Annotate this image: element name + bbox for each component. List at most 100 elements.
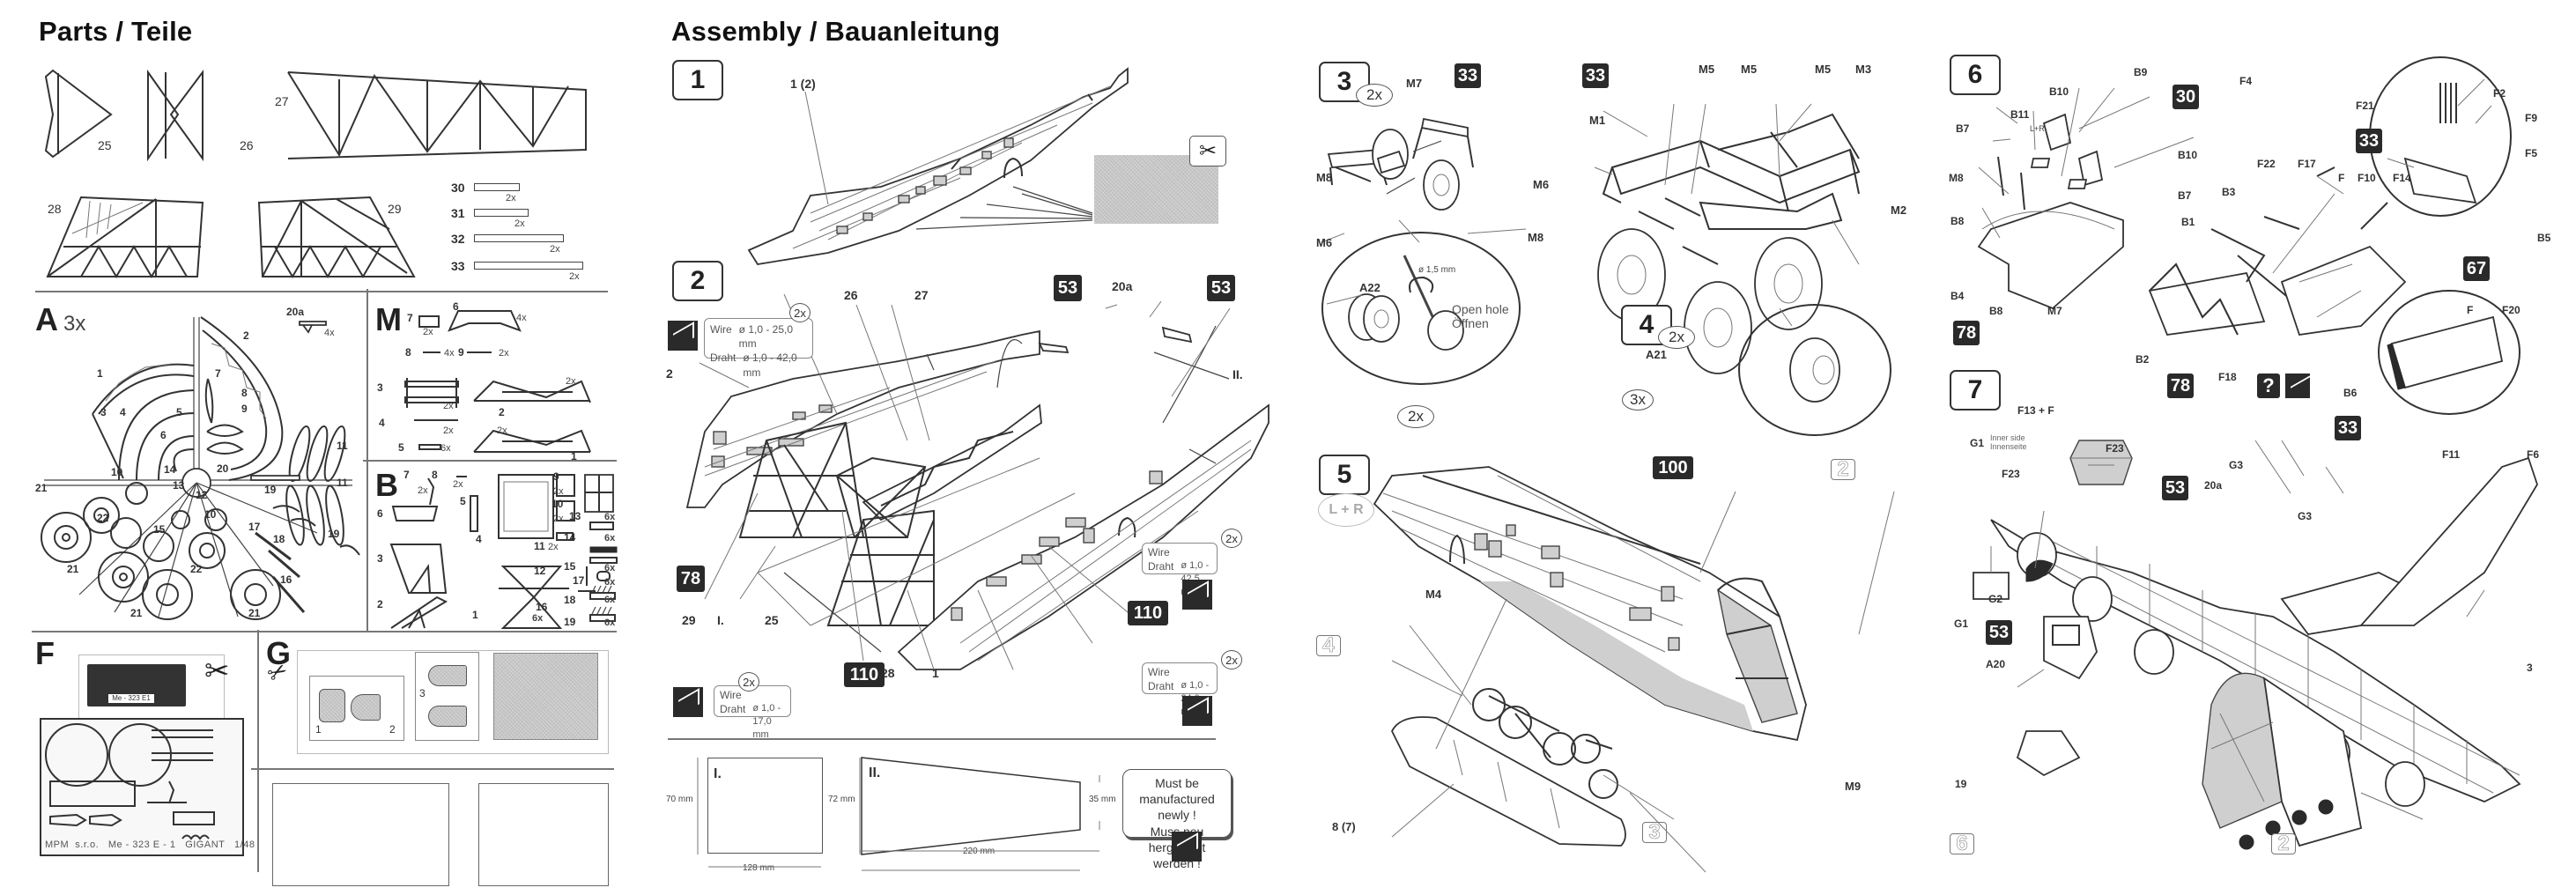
template-2-height-right: 35 mm: [1089, 795, 1116, 804]
step2-badge-78: 78: [677, 566, 705, 592]
wire-label: Wire: [1148, 666, 1170, 678]
step6-badge-78b: 78: [2167, 374, 2194, 398]
step7-label-G1a: G1: [1970, 437, 1985, 449]
sprue-b-qty-13: 6x: [604, 512, 616, 522]
step6-label-B4: B4: [1951, 290, 1965, 302]
step3-label-M8a: M8: [1316, 171, 1333, 184]
step7-label-20a: 20a: [2204, 479, 2223, 492]
sprue-m-qty-4: 2x: [443, 425, 454, 436]
step2-label-27: 27: [914, 288, 929, 302]
strip-label-32: 32: [451, 232, 465, 246]
assembly-title: Assembly / Bauanleitung: [671, 16, 1001, 47]
draht-label: Draht: [710, 351, 737, 365]
sprue-b-qty-15: 6x: [604, 563, 616, 573]
sprue-b-label-1: 1: [472, 609, 478, 621]
sprue-b-letter: B: [375, 467, 398, 503]
step6-badge-33b: 33: [2335, 416, 2361, 440]
sprue-m-qty-2: 2x: [566, 376, 576, 387]
step6-label-F-a: F: [2338, 172, 2345, 184]
strip-label-31: 31: [451, 206, 465, 220]
sprue-a-label-19b: 19: [328, 528, 340, 540]
sprue-m-label-9: 9: [458, 346, 464, 359]
sprue-b-label-7: 7: [403, 469, 410, 481]
step3-drill-size: ø 1,5 mm: [1418, 265, 1456, 275]
part-27-drawing: [287, 71, 587, 159]
step1-cutout-panel: [1094, 155, 1218, 224]
sprue-a-label-18: 18: [273, 533, 285, 545]
sprue-b-qty-16: 6x: [532, 613, 544, 624]
sprue-a-label-22b: 22: [190, 563, 203, 575]
strip-31: [474, 209, 529, 217]
step2-badge-53a: 53: [1054, 275, 1082, 301]
step1-fuselage-side: [747, 67, 1129, 265]
step6-cockpit: [1977, 56, 2520, 415]
note-line-2: newly !: [1158, 808, 1196, 823]
open-hole-de: Öffnen: [1452, 316, 1489, 330]
step6-label-F22: F22: [2257, 158, 2276, 170]
step2-badge-53b: 53: [1207, 275, 1235, 301]
step7-label-A20: A20: [1986, 658, 2006, 670]
part-26-drawing: [147, 69, 204, 162]
sprue-a-label-11b: 11: [337, 477, 348, 489]
sprue-a-label-4: 4: [120, 406, 126, 418]
sprue-a-label-9: 9: [241, 403, 248, 415]
wire-1-multiplier: 2x: [789, 303, 811, 322]
step7-label-3: 3: [2527, 662, 2533, 674]
sprue-a-label-12: 12: [196, 489, 208, 501]
sprue-a-label-21b: 21: [67, 563, 79, 575]
sprue-b-qty-14: 6x: [604, 533, 616, 544]
sprue-a-qty-20a: 4x: [324, 328, 335, 338]
step7-ref-2: 2: [2271, 832, 2296, 855]
step6-label-F17: F17: [2298, 158, 2316, 170]
step2-label-1: 1: [932, 666, 939, 680]
step7-label-F23b: F23: [2002, 468, 2020, 480]
step4-detail-multiplier: 3x: [1622, 389, 1654, 411]
step7-label-G3a: G3: [2229, 459, 2244, 471]
step6-label-F14: F14: [2393, 172, 2411, 184]
step6-badge-30: 30: [2173, 85, 2199, 109]
step-number-5: 5: [1319, 455, 1370, 495]
template-panel-1: I.: [707, 758, 823, 854]
template-2-height-left: 72 mm: [828, 795, 855, 804]
step5-ref-3: 3: [1642, 820, 1667, 844]
vacu-part-3a: [428, 665, 467, 686]
step6-label-F11: F11: [2442, 448, 2461, 461]
step2-label-II: II.: [1232, 367, 1243, 381]
sprue-b-qty-19: 6x: [604, 618, 616, 628]
strip-qty-30: 2x: [506, 193, 516, 203]
inner-side-en: Inner side: [1990, 433, 2025, 442]
sprue-b-label-9: 9: [553, 470, 559, 483]
sprue-b-label-4: 4: [476, 533, 482, 545]
sprue-m-label-3: 3: [377, 381, 383, 394]
step4-badge-33: 33: [1582, 63, 1609, 88]
step3-label-A22: A22: [1359, 281, 1381, 294]
step6-label-F10: F10: [2358, 172, 2376, 184]
sprue-a-letter: A: [35, 301, 58, 337]
step7-badge-53a: 53: [2162, 476, 2188, 500]
step4-gear-frame: [1594, 103, 1891, 436]
sprue-a-count: 3x: [63, 312, 86, 336]
sprue-b-label-8: 8: [432, 469, 438, 481]
wire-tool-icon: [2285, 374, 2310, 398]
step6-label-M8: M8: [1949, 172, 1964, 184]
wire-label: Wire: [720, 689, 742, 701]
strip-qty-32: 2x: [550, 244, 560, 255]
parts-title: Parts / Teile: [39, 16, 193, 47]
step6-label-B6: B6: [2343, 387, 2358, 399]
sprue-b-label-15: 15: [564, 560, 576, 573]
vacu-label-1: 1: [315, 723, 322, 736]
fret-maker: MPM: [45, 840, 70, 850]
wire-tool-icon: [1182, 580, 1212, 610]
sprue-a-label-5: 5: [176, 406, 182, 418]
sprue-a-label-13: 13: [173, 479, 185, 492]
step1-label-1-2: 1 (2): [790, 77, 816, 91]
step6-label-F6: F6: [2527, 448, 2540, 461]
wire-3-multiplier: 2x: [1221, 650, 1242, 669]
step3-label-M6b: M6: [1316, 236, 1333, 249]
fret-footer: MPM s.r.o. Me - 323 E - 1 GIGANT 1/48: [45, 840, 255, 850]
sprue-a-label-6: 6: [160, 429, 167, 441]
sprue-b-label-5: 5: [460, 495, 466, 507]
step6-label-F9: F9: [2525, 112, 2538, 124]
